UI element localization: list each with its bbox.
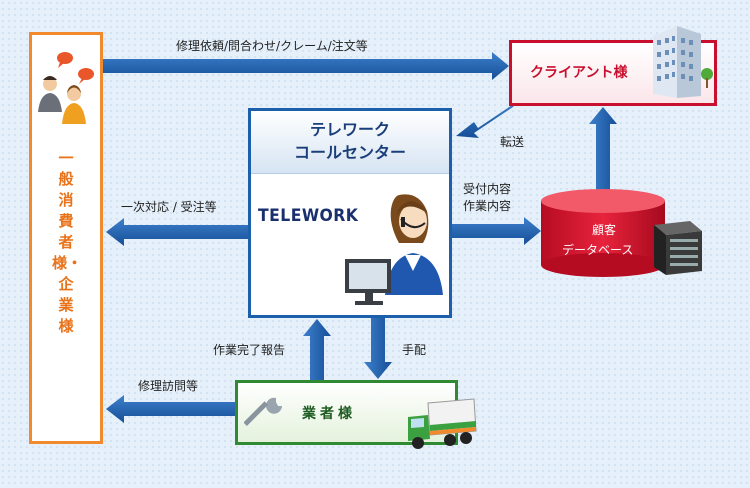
database-label-line1: 顧客 (592, 223, 617, 237)
database-icon (541, 189, 702, 277)
arrow-vendor-to-center (303, 319, 331, 380)
arrow-center-to-vendor (364, 318, 392, 379)
vendor-label: 業者様 (302, 406, 356, 422)
arrow-client-to-center (456, 101, 518, 138)
truck-icon (408, 398, 477, 449)
flow-label-center-to-vendor: 手配 (402, 343, 427, 357)
customer-label: 一般消費者様・企業様 (52, 149, 83, 335)
flow-label-vendor-to-customer: 修理訪問等 (138, 379, 199, 393)
operator-icon (345, 194, 443, 305)
flow-label-customer-to-client: 修理依頼/問合わせ/クレーム/注文等 (176, 39, 368, 53)
arrow-database-to-client (589, 107, 617, 192)
call-center-header (251, 111, 449, 174)
people-icon (38, 52, 94, 124)
arrow-customer-to-client (103, 52, 509, 80)
flow-label-center-to-db-1: 受付内容 (463, 182, 512, 196)
call-center-title: テレワーク コールセンター (251, 118, 449, 164)
telework-logo: TELEWORK (258, 206, 359, 226)
arrow-center-to-customer (106, 218, 248, 246)
client-label: クライアント様 (530, 65, 628, 81)
call-center-title-line1: テレワーク (309, 120, 390, 139)
database-label-line2: データベース (562, 243, 634, 257)
database-label: 顧客 データベース (548, 220, 658, 260)
arrow-center-to-database (452, 217, 541, 245)
arrow-vendor-to-customer (106, 395, 235, 423)
flow-label-client-to-center: 転送 (500, 135, 525, 149)
building-icon (653, 26, 713, 98)
wrench-icon (244, 397, 282, 427)
server-rack-icon (654, 221, 702, 275)
flow-label-vendor-to-center: 作業完了報告 (213, 343, 286, 357)
flow-label-center-to-customer: 一次対応 / 受注等 (121, 200, 217, 214)
call-center-title-line2: コールセンター (293, 143, 406, 162)
flow-label-center-to-db-2: 作業内容 (463, 199, 512, 213)
